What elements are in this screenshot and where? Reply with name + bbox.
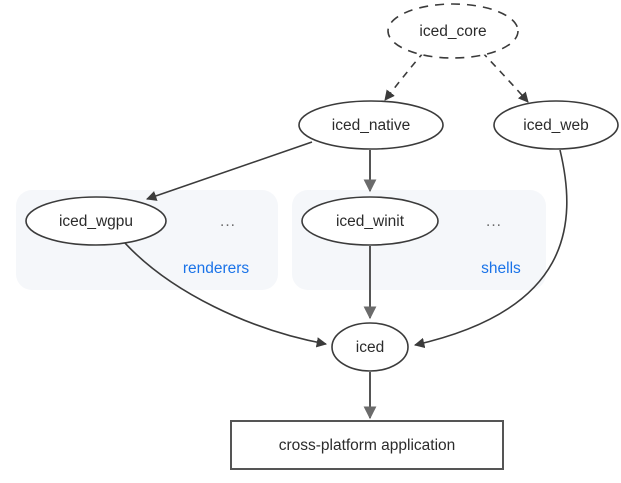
node-iced-core[interactable]: iced_core <box>387 3 519 59</box>
node-iced-wgpu-label: iced_wgpu <box>59 213 133 230</box>
node-iced-core-shape <box>387 3 519 59</box>
node-iced-web-label: iced_web <box>523 117 589 134</box>
edge-core-to-native <box>384 51 425 101</box>
edge-core-to-web <box>481 51 529 103</box>
node-iced-web-shape <box>493 100 619 150</box>
edge-web-to-iced <box>413 149 568 349</box>
node-iced-winit[interactable]: iced_winit <box>301 196 439 246</box>
node-iced-shape <box>331 322 409 372</box>
node-iced-native[interactable]: iced_native <box>298 100 444 150</box>
node-iced-wgpu[interactable]: iced_wgpu <box>25 196 167 246</box>
edge-wgpu-to-iced <box>123 241 328 348</box>
edge-native-to-wgpu <box>146 141 313 201</box>
node-iced-web[interactable]: iced_web <box>493 100 619 150</box>
node-iced-winit-shape <box>301 196 439 246</box>
node-iced-native-shape <box>298 100 444 150</box>
shells-ellipsis-label: ... <box>486 213 502 230</box>
cluster-renderers-label: renderers <box>183 260 250 277</box>
node-iced-core-label: iced_core <box>419 23 486 40</box>
node-cross-platform-application[interactable]: cross-platform application <box>230 420 504 470</box>
node-iced-label: iced <box>356 339 384 356</box>
node-application-shape <box>230 420 504 470</box>
node-iced-native-label: iced_native <box>332 117 410 134</box>
node-iced[interactable]: iced <box>331 322 409 372</box>
node-iced-wgpu-shape <box>25 196 167 246</box>
node-iced-winit-label: iced_winit <box>336 213 405 230</box>
node-application-label: cross-platform application <box>279 437 456 454</box>
renderers-ellipsis-label: ... <box>220 213 236 230</box>
cluster-shells-label: shells <box>481 260 521 277</box>
